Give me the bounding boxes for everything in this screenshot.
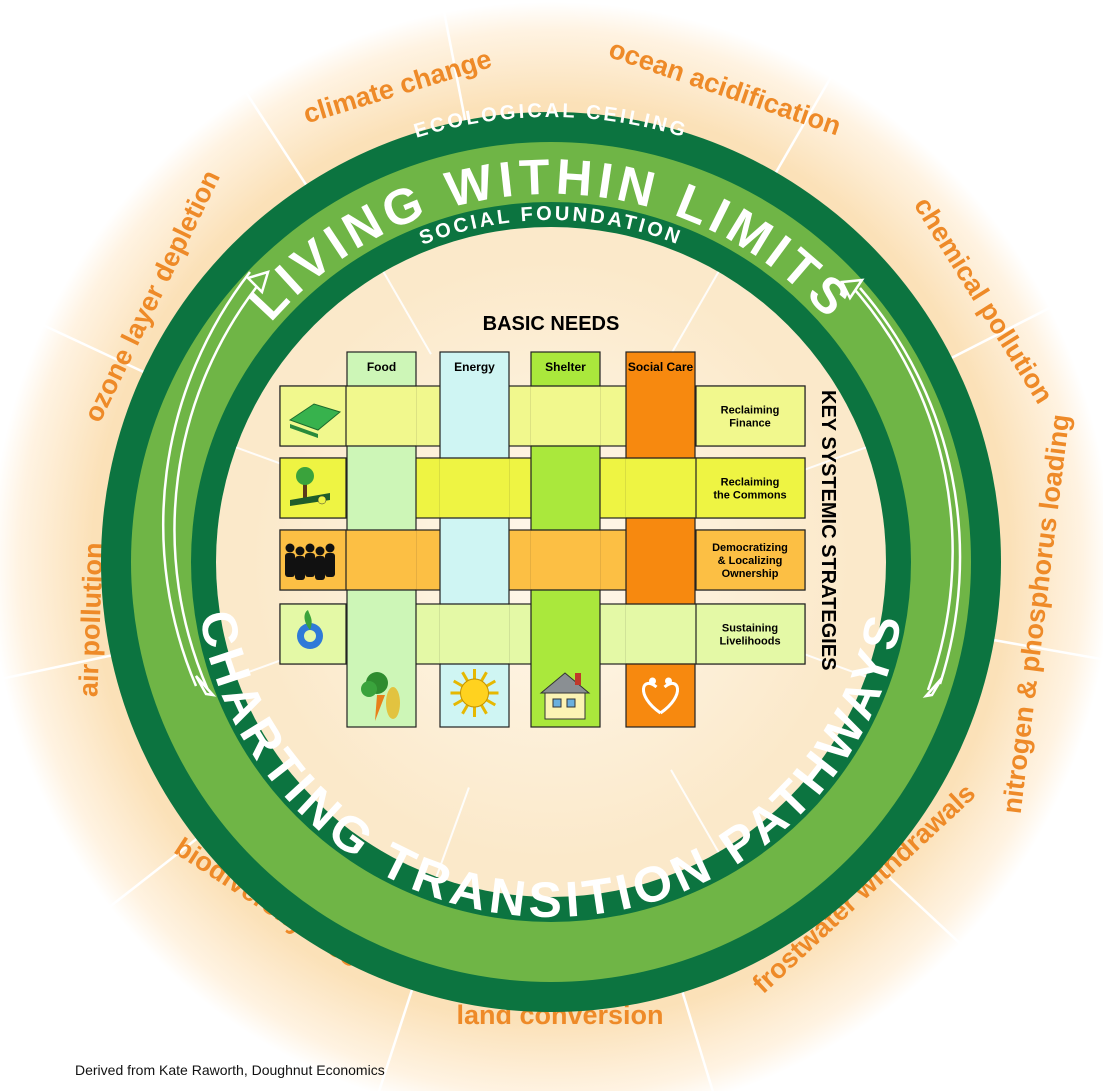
radial-divider: [984, 637, 1103, 661]
strategy-label-box: [695, 603, 806, 665]
transition-arrows: [161, 270, 962, 698]
strategy-label: Reclaiming: [721, 477, 780, 489]
radial-divider: [0, 652, 121, 681]
strategy-label-box: [695, 457, 806, 519]
left-arrow-arc: [173, 279, 263, 691]
house-icon: [539, 672, 591, 720]
basic-need-label: Energy: [454, 360, 495, 374]
weave-overlap: [346, 386, 417, 446]
money-icon: [288, 403, 342, 438]
inner-radial-line: [670, 271, 720, 355]
strategy-label: the Commons: [713, 490, 786, 502]
radial-divider: [440, 0, 469, 131]
basic-needs-title: BASIC NEEDS: [483, 313, 620, 335]
weave-overlap: [625, 458, 696, 518]
radial-divider: [678, 982, 715, 1091]
plant-gear-icon: [279, 603, 347, 665]
basic-need-label: Food: [367, 360, 396, 374]
right-arrow-head-bottom: [922, 677, 944, 698]
radial-divider: [942, 288, 1087, 364]
radial-divider: [871, 861, 991, 973]
tree-landscape-icon: [279, 457, 347, 519]
right-arrow-arc-inner: [859, 287, 962, 685]
radial-divider: [223, 58, 313, 194]
strategy-label: Ownership: [722, 568, 779, 580]
weave-overlap: [530, 530, 601, 590]
weave-overlap: [439, 458, 510, 518]
strategy-label: & Localizing: [718, 555, 783, 567]
sun-icon: [450, 669, 499, 717]
inner-radial-line: [670, 769, 720, 853]
basic-need-label: Social Care: [628, 360, 694, 374]
inner-radial-line: [435, 787, 470, 878]
people-group-icon: [285, 543, 335, 580]
strategy-label: Livelihoods: [719, 636, 780, 648]
strategies-title: KEY SYSTEMIC STRATEGIES: [817, 390, 839, 670]
radial-divider: [6, 307, 153, 378]
left-arrow-head-top: [245, 270, 270, 295]
credit-line: Derived from Kate Raworth, Doughnut Econ…: [75, 1062, 385, 1078]
right-arrow-head-top: [840, 278, 865, 301]
strategy-label: Reclaiming: [721, 405, 780, 417]
strategy-label-box: [695, 385, 806, 447]
weave-overlap: [625, 604, 696, 664]
radial-divider: [377, 980, 417, 1091]
heart-people-icon: [642, 677, 679, 715]
radial-divider: [769, 41, 853, 182]
right-arrow-arc: [847, 281, 954, 691]
plant-gear-icon: [297, 610, 323, 649]
radial-divider: [77, 831, 206, 933]
left-arrow-head-bottom: [194, 675, 217, 697]
weave-overlap: [439, 604, 510, 664]
inner-radial-line: [382, 271, 432, 355]
strategy-label: Democratizing: [712, 542, 788, 554]
vegetables-icon: [349, 665, 414, 725]
weave-overlap: [346, 530, 417, 590]
strategy-label: Sustaining: [722, 623, 778, 635]
weave-overlap: [530, 386, 601, 446]
tree-landscape-icon: [290, 467, 330, 506]
basic-need-label: Shelter: [545, 360, 586, 374]
left-arrow-arc-inner: [161, 271, 251, 687]
basic-need-column-bar: [625, 351, 696, 728]
strategy-label: Finance: [729, 418, 771, 430]
strategy-label-box: [695, 529, 806, 591]
